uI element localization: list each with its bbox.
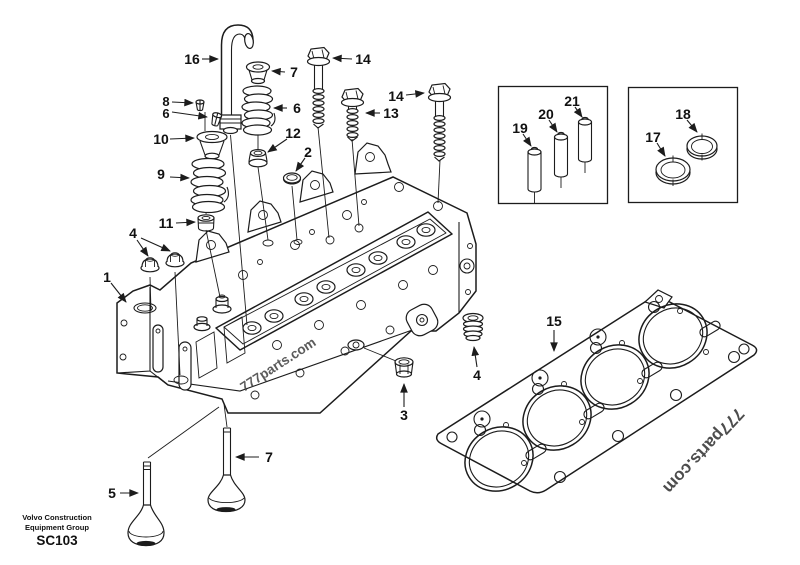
part-5-valve xyxy=(127,461,165,547)
inset-box-pins xyxy=(497,85,609,205)
part-6-keeper xyxy=(211,112,223,127)
mounted-valve-studs xyxy=(193,294,232,332)
callout-9[interactable]: 9 xyxy=(157,166,165,182)
part-21-pin xyxy=(577,116,593,173)
part-9-spring xyxy=(190,157,230,214)
part-7-retainer xyxy=(245,61,271,85)
callout-3[interactable]: 3 xyxy=(400,407,408,423)
callout-13[interactable]: 13 xyxy=(383,105,399,121)
part-7-valve xyxy=(207,427,246,513)
part-10-retainer xyxy=(196,130,228,160)
assembly-center-lines xyxy=(147,112,441,459)
part-19-pin xyxy=(527,146,542,203)
callout-6-spring[interactable]: 6 xyxy=(293,100,301,116)
part-17-seat-ring xyxy=(655,155,691,186)
callout-4-nuts[interactable]: 4 xyxy=(129,225,137,241)
callout-1[interactable]: 1 xyxy=(103,269,111,285)
callout-19[interactable]: 19 xyxy=(512,120,528,136)
callout-21[interactable]: 21 xyxy=(564,93,580,109)
valve-seat-bosses xyxy=(242,223,436,335)
callout-7-bottom[interactable]: 7 xyxy=(265,449,273,465)
callout-4-plug[interactable]: 4 xyxy=(473,367,481,383)
part-14-bolt-right xyxy=(427,82,452,162)
callout-11[interactable]: 11 xyxy=(159,215,174,231)
part-4-plug xyxy=(462,312,484,342)
watermark-gasket: 777parts.com xyxy=(659,404,748,497)
part-4-nuts xyxy=(140,252,185,273)
head-gasket-drawing: 777parts.com xyxy=(435,289,758,497)
footer-brand-block: Volvo Construction Equipment Group SC103 xyxy=(22,513,92,548)
callout-7-top[interactable]: 7 xyxy=(290,64,298,80)
part-12-grommet xyxy=(248,149,268,168)
part-8-keeper xyxy=(195,99,205,112)
callout-16[interactable]: 16 xyxy=(184,51,200,67)
callout-14-left[interactable]: 14 xyxy=(355,51,371,67)
callout-15[interactable]: 15 xyxy=(546,313,562,329)
part-13-bolt xyxy=(340,87,365,142)
callout-6-keeper[interactable]: 6 xyxy=(162,106,169,121)
part-6-spring xyxy=(241,85,276,136)
callout-18[interactable]: 18 xyxy=(675,106,691,122)
footer-line1: Volvo Construction xyxy=(22,513,92,522)
part-18-seat-ring xyxy=(686,133,718,161)
footer-line2: Equipment Group xyxy=(25,523,89,532)
part-20-pin xyxy=(553,131,569,188)
callout-17[interactable]: 17 xyxy=(645,129,661,145)
part-14-bolt-left xyxy=(306,46,331,129)
callout-20[interactable]: 20 xyxy=(538,106,554,122)
callout-10[interactable]: 10 xyxy=(153,131,169,147)
gasket-cylinder-bores xyxy=(464,303,708,492)
part-2-seal-ring xyxy=(282,172,302,185)
callout-leader-lines xyxy=(110,54,698,497)
part-16-tube xyxy=(219,24,254,135)
callout-14-right[interactable]: 14 xyxy=(388,88,404,104)
part-11-stem-seal xyxy=(197,214,215,232)
callout-5[interactable]: 5 xyxy=(108,485,116,501)
callout-12[interactable]: 12 xyxy=(285,125,301,141)
footer-code: SC103 xyxy=(36,533,78,548)
part-3-plug xyxy=(394,357,414,378)
callout-2[interactable]: 2 xyxy=(304,144,312,160)
callout-8[interactable]: 8 xyxy=(162,94,169,109)
inset-box-valve-seats xyxy=(627,86,739,204)
